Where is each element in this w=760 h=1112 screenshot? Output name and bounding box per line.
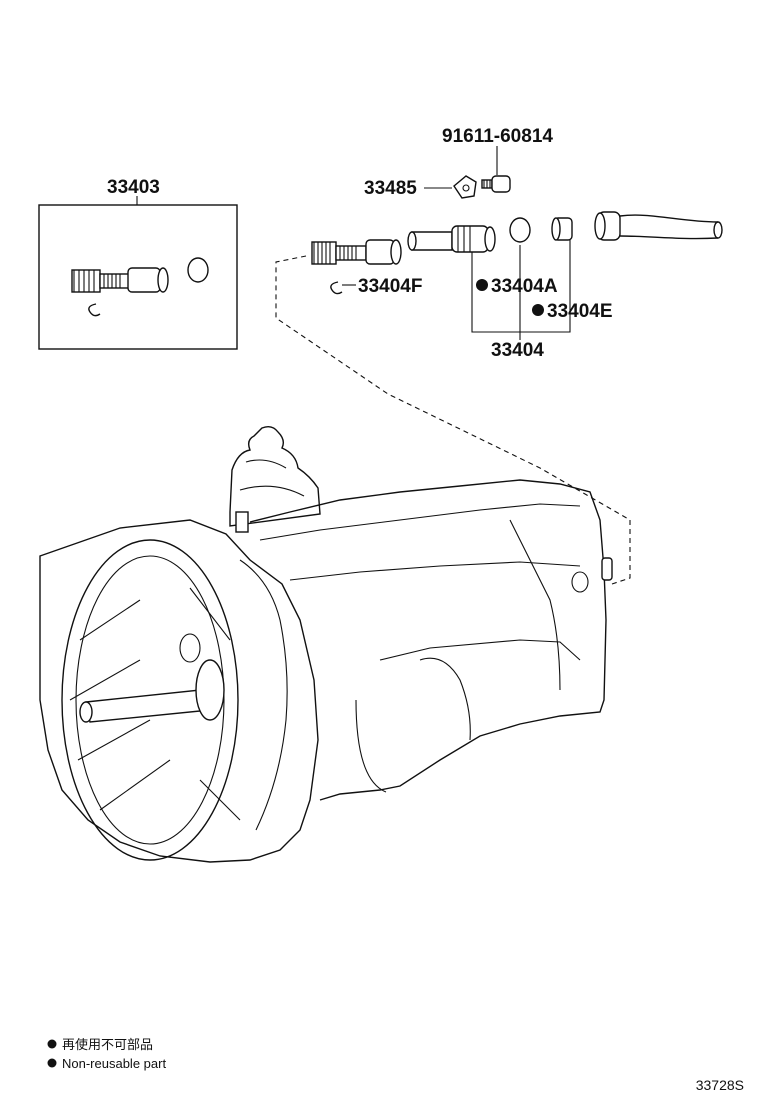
non-reusable-marker bbox=[476, 279, 488, 291]
bolt-icon bbox=[481, 175, 511, 193]
o-ring-icon bbox=[509, 217, 531, 243]
legend-marker bbox=[47, 1058, 57, 1068]
label-33404[interactable]: 33404 bbox=[491, 340, 544, 361]
legend: 再使用不可部品 Non-reusable part bbox=[47, 1037, 166, 1071]
transmission-assembly bbox=[39, 425, 613, 863]
driven-gear-icon bbox=[311, 239, 402, 265]
kit-frame bbox=[38, 204, 238, 350]
legend-line-english: Non-reusable part bbox=[62, 1056, 166, 1071]
guide-lines bbox=[275, 255, 631, 585]
part-callouts: 91611-60814 33485 33404F 33404A 33404E 3… bbox=[342, 126, 613, 361]
exploded-parts bbox=[311, 175, 723, 295]
lock-plate-icon bbox=[453, 175, 477, 199]
label-91611-60814[interactable]: 91611-60814 bbox=[442, 126, 553, 147]
kit-driven-gear-icon bbox=[71, 267, 169, 293]
input-shaft-icon bbox=[79, 633, 225, 723]
non-reusable-marker bbox=[532, 304, 544, 316]
clip-icon bbox=[330, 281, 343, 295]
legend-line-japanese: 再使用不可部品 bbox=[62, 1037, 153, 1052]
label-33485[interactable]: 33485 bbox=[364, 178, 417, 199]
kit-o-ring-icon bbox=[187, 257, 209, 283]
label-33404A[interactable]: 33404A bbox=[491, 276, 558, 297]
kit-33403-group: 33403 bbox=[38, 177, 238, 350]
label-33404F[interactable]: 33404F bbox=[358, 276, 422, 297]
figure-code: 33728S bbox=[696, 1077, 744, 1093]
legend-marker bbox=[47, 1039, 57, 1049]
kit-clip-icon bbox=[88, 303, 101, 317]
speedometer-cable-icon bbox=[594, 211, 723, 241]
label-33403[interactable]: 33403 bbox=[107, 177, 160, 198]
label-33404E[interactable]: 33404E bbox=[547, 301, 613, 322]
bush-icon bbox=[551, 217, 573, 241]
sleeve-icon bbox=[407, 225, 496, 253]
